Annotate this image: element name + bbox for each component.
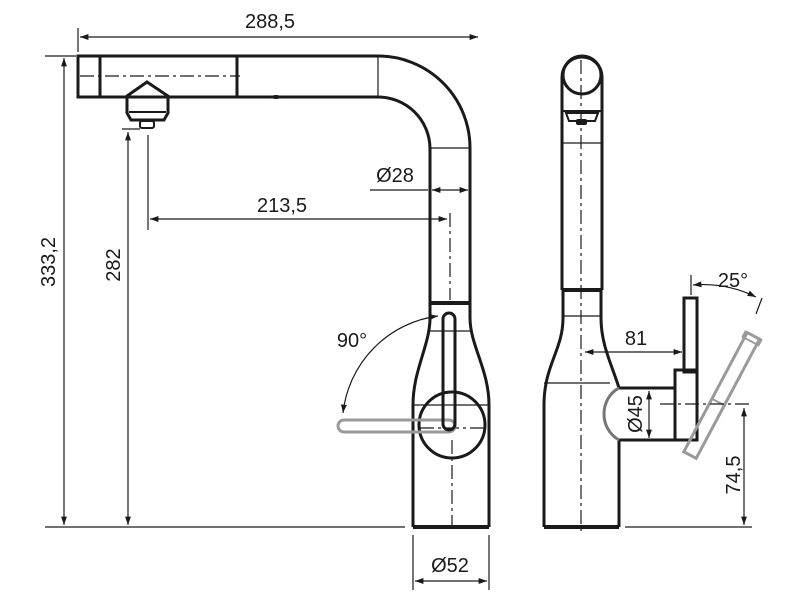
faucet-body (411, 303, 491, 530)
dimension-lever-tilt: 25° (690, 270, 763, 315)
dimension-label: 81 (625, 328, 647, 350)
front-view: 288,5 333,2 282 213,5 Ø28 (38, 11, 491, 590)
dimension-label: 25° (718, 270, 748, 292)
dimension-label: 282 (103, 248, 125, 281)
lever-alternate-position (336, 418, 457, 434)
dimension-label: Ø45 (625, 395, 647, 433)
side-lever (682, 296, 699, 374)
dimension-spout-diameter: Ø28 (370, 165, 468, 193)
dimension-label: 333,2 (38, 237, 60, 287)
dimension-lever-body-diameter: Ø45 (625, 391, 652, 438)
side-spout (560, 54, 604, 292)
dimension-lever-axis-height: 74,5 (625, 403, 752, 528)
dimension-label: 74,5 (723, 456, 745, 495)
dimension-label: Ø52 (431, 555, 469, 577)
dimension-lever-rotation: 90° (337, 314, 439, 414)
dimension-label: 288,5 (245, 11, 295, 33)
dimension-outlet-reach: 213,5 (147, 135, 451, 300)
dimension-label: 213,5 (257, 195, 307, 217)
spout (76, 54, 472, 305)
dimension-label: Ø28 (376, 165, 414, 187)
side-view: 81 Ø45 74,5 25° (542, 54, 763, 535)
dimension-overall-reach: 288,5 (77, 11, 478, 52)
dimension-base-diameter: Ø52 (412, 535, 490, 590)
spray-head (125, 80, 170, 129)
side-body (542, 60, 699, 535)
dimension-outlet-height: 282 (103, 128, 140, 525)
dimension-overall-height: 333,2 (38, 55, 76, 525)
dimension-label: 90° (337, 330, 367, 352)
lever (441, 311, 457, 432)
dimension-lever-offset: 81 (585, 328, 682, 355)
